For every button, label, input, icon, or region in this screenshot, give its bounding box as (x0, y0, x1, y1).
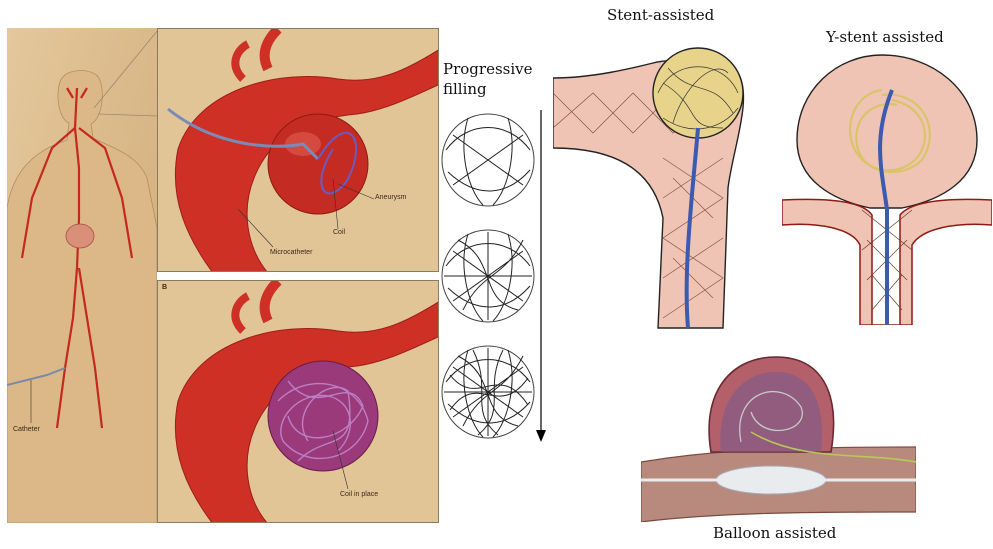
y-stent-diagram (782, 50, 992, 325)
panel-b-illustration (158, 281, 439, 523)
stent-aneurysm-coil (653, 48, 743, 138)
panel-a: Aneurysm Coil Microcatheter (157, 28, 439, 272)
zoom-connector (90, 28, 160, 118)
balloon-assisted-diagram (641, 352, 916, 522)
microcatheter-label: Microcatheter (270, 249, 312, 256)
y-stent-title: Y-stent assisted (826, 28, 944, 46)
progressive-filling-spheres (438, 110, 548, 445)
stent-assisted-diagram (553, 38, 768, 330)
balloon-assisted-title: Balloon assisted (713, 524, 836, 542)
coil-label: Coil (333, 229, 345, 236)
coil-sphere-sparse (442, 114, 534, 206)
heart (66, 224, 94, 248)
coil-sphere-medium (442, 230, 534, 322)
panel-b-label: B (162, 284, 167, 291)
coil-sphere-dense (442, 346, 534, 438)
progressive-title-line1: Progressive (443, 60, 533, 78)
aneurysm-label: Aneurysm (375, 194, 407, 201)
stent-assisted-title: Stent-assisted (607, 6, 714, 24)
progressive-title-line2: filling (443, 80, 487, 98)
panel-a-illustration (158, 29, 439, 272)
catheter-label: Catheter (13, 426, 40, 433)
coil-in-place-label: Coil in place (340, 491, 378, 498)
panel-b: B Coil in place (157, 280, 439, 523)
